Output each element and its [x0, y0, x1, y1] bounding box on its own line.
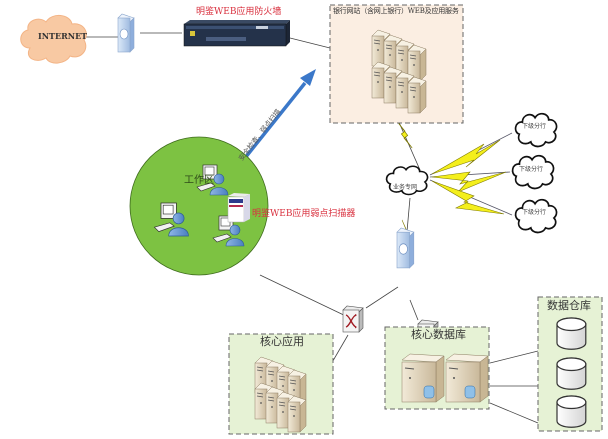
- database-cylinder-icon: [556, 357, 587, 390]
- link-db-dw1: [489, 350, 539, 364]
- business-network-label: 业务专网: [393, 184, 418, 191]
- internet-label: INTERNET: [38, 31, 88, 41]
- work-zone: [129, 136, 269, 276]
- database-cylinder-icon: [556, 317, 587, 350]
- core-app-label: 核心应用: [260, 335, 304, 348]
- core-db-label: 核心数据库: [411, 328, 466, 341]
- waf-label: 明鉴WEB应用防火墙: [196, 7, 282, 17]
- scanner-product-box-icon: [227, 193, 250, 223]
- link-waf-bankweb: [289, 37, 331, 49]
- lightning-icon: [395, 119, 413, 149]
- database-server-icon: [445, 353, 489, 403]
- database-server-icon: [401, 353, 445, 403]
- branch-cloud-icon: [514, 112, 558, 148]
- bank-web-zone: [329, 4, 464, 124]
- wireless-link-bolts: [395, 119, 507, 257]
- branch-cloud-icon: [514, 198, 558, 234]
- database-cylinder-icon: [556, 395, 587, 428]
- scanner-label: 明鉴WEB应用弱点扫描器: [252, 209, 356, 219]
- branch-label: 下级分行: [519, 166, 544, 173]
- core-db-zone: [384, 326, 490, 410]
- lightning-icon: [431, 171, 507, 193]
- link-workzone-switch1: [259, 274, 351, 319]
- bank-web-zone-label: 银行网站（含网上银行）WEB及应用服务: [333, 7, 459, 15]
- data-warehouse-zone: [537, 296, 603, 432]
- branch-label: 下级分行: [522, 209, 547, 216]
- branch-label: 下级分行: [522, 123, 547, 130]
- link-db-dw3: [489, 402, 539, 424]
- lightning-icon: [431, 139, 501, 175]
- firewall-icon: [396, 227, 415, 269]
- work-zone-label: 工作区: [184, 175, 214, 186]
- link-firewall2-switch2: [409, 299, 419, 321]
- waf-appliance-icon: [183, 20, 290, 47]
- internet-cloud-icon: [20, 15, 87, 64]
- lightning-icon: [431, 180, 505, 215]
- data-warehouse-label: 数据仓库: [547, 299, 591, 312]
- core-app-zone: [228, 333, 334, 435]
- switch-icon: [342, 305, 364, 333]
- firewall-icon: [117, 13, 135, 53]
- link-bankweb-businessnet: [397, 119, 421, 171]
- link-switch1-firewall2: [365, 286, 399, 309]
